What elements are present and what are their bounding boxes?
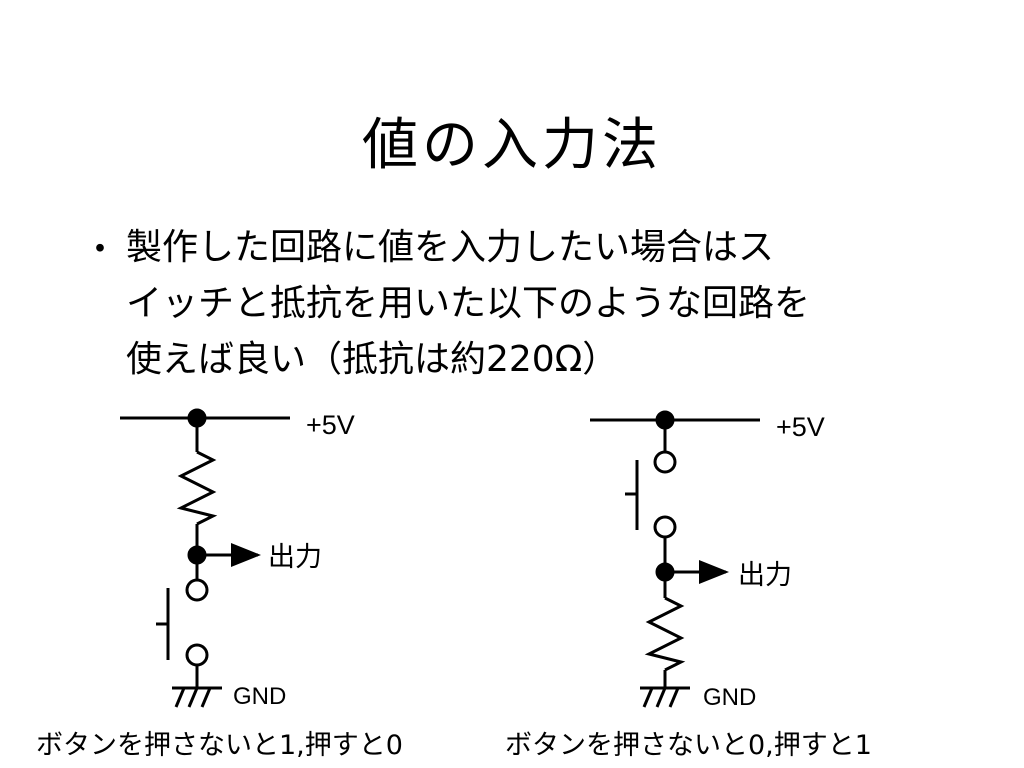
caption-right: ボタンを押さないと0,押すと1 <box>505 730 872 761</box>
circuit-left <box>120 408 290 708</box>
switch-contact-top-left <box>185 578 209 602</box>
supply-label-right: +5V <box>776 412 825 442</box>
body-text-line-2: イッチと抵抗を用いた以下のような回路を <box>126 283 811 324</box>
output-label-left: 出力 <box>268 542 322 573</box>
ground-label-right: GND <box>703 684 756 711</box>
supply-label-left: +5V <box>306 410 355 440</box>
body-text-line-3: 使えば良い（抵抗は約220Ω） <box>126 339 619 380</box>
output-label-right: 出力 <box>738 560 792 591</box>
switch-contact-bottom-left <box>185 643 209 667</box>
ground-label-left: GND <box>233 683 286 710</box>
caption-left: ボタンを押さないと1,押すと0 <box>36 730 403 761</box>
slide-title: 値の入力法 <box>362 113 662 178</box>
resistor-right <box>644 596 686 672</box>
body-text-line-1: 製作した回路に値を入力したい場合はス <box>126 227 775 268</box>
ground-symbol-right <box>640 686 690 708</box>
switch-contact-bottom-right <box>653 515 677 539</box>
circuit-right <box>590 410 760 708</box>
ground-symbol-left <box>172 686 222 708</box>
switch-contact-top-right <box>653 450 677 474</box>
bullet-marker: ・ <box>82 229 119 270</box>
resistor-left <box>176 450 218 526</box>
